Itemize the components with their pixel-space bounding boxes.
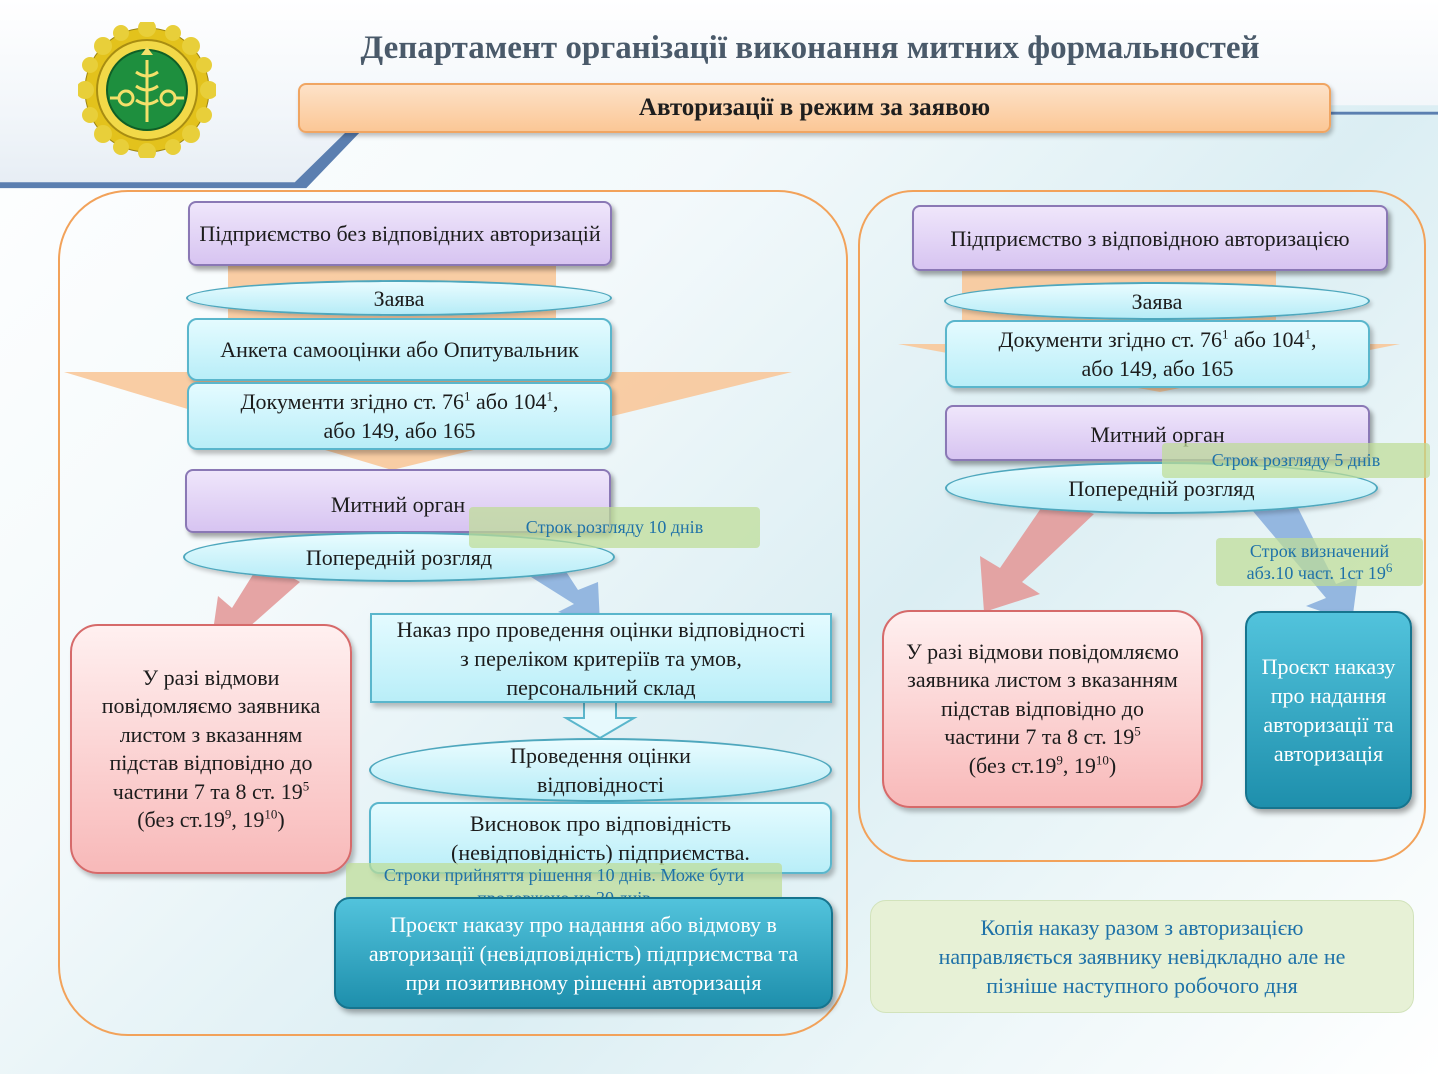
left-review-term-note: Строк розгляду 10 днів [469,507,760,548]
left-application-ellipse: Заява [186,280,612,316]
right-refusal-text: У разі відмови повідомляємо заявника лис… [906,638,1179,750]
right-documents-box: Документи згідно ст. 761 або 1041, або 1… [945,320,1370,388]
left-conclusion-box: Висновок про відповідність (невідповідні… [369,802,832,874]
right-defined-term-line2: абз.10 част. 1ст 196 [1246,560,1393,583]
left-questionnaire-box: Анкета самооцінки або Опитувальник [187,318,612,381]
right-application-ellipse: Заява [944,282,1370,320]
page-title: Департамент організації виконання митних… [360,29,1260,66]
left-documents-line2: або 149, або 165 [323,418,476,443]
right-final-order-box: Проєкт наказу про надання авторизації та… [1245,611,1412,809]
right-review-term-note: Строк розгляду 5 днів [1162,443,1430,478]
right-company-box: Підприємство з відповідною авторизацією [912,205,1388,271]
left-company-box: Підприємство без відповідних авторизацій [188,201,612,266]
right-defined-term-note: Строк визначений абз.10 част. 1ст 196 [1216,538,1423,586]
copy-order-note: Копія наказу разом з авторизацією направ… [870,900,1414,1013]
right-documents-line2: або 149, або 165 [1081,356,1234,381]
page-subtitle: Авторизації в режим за заявою [298,83,1331,133]
customs-emblem-icon [76,19,218,161]
right-defined-term-line1: Строк визначений [1249,541,1390,561]
left-final-order-box: Проєкт наказу про надання або відмову в … [334,897,833,1009]
left-order-box: Наказ про проведення оцінки відповідност… [370,613,832,703]
left-panel [58,190,848,1036]
order-down-arrow-icon [562,699,638,740]
left-assessment-ellipse: Проведення оцінки відповідності [369,738,832,802]
left-refusal-text: У разі відмови повідомляємо заявника лис… [101,664,321,804]
left-documents-box: Документи згідно ст. 761 або 1041, або 1… [187,382,612,450]
left-documents-line1: Документи згідно ст. 761 або 1041, [240,388,559,414]
right-refusal-box: У разі відмови повідомляємо заявника лис… [882,610,1203,808]
left-refusal-exceptions: (без ст.199, 1910) [137,806,285,832]
right-documents-line1: Документи згідно ст. 761 або 1041, [998,326,1317,352]
right-red-arrow-icon [980,498,1094,612]
right-refusal-exceptions: (без ст.199, 1910) [968,752,1117,778]
left-refusal-box: У разі відмови повідомляємо заявника лис… [70,624,352,874]
right-panel [858,190,1426,862]
